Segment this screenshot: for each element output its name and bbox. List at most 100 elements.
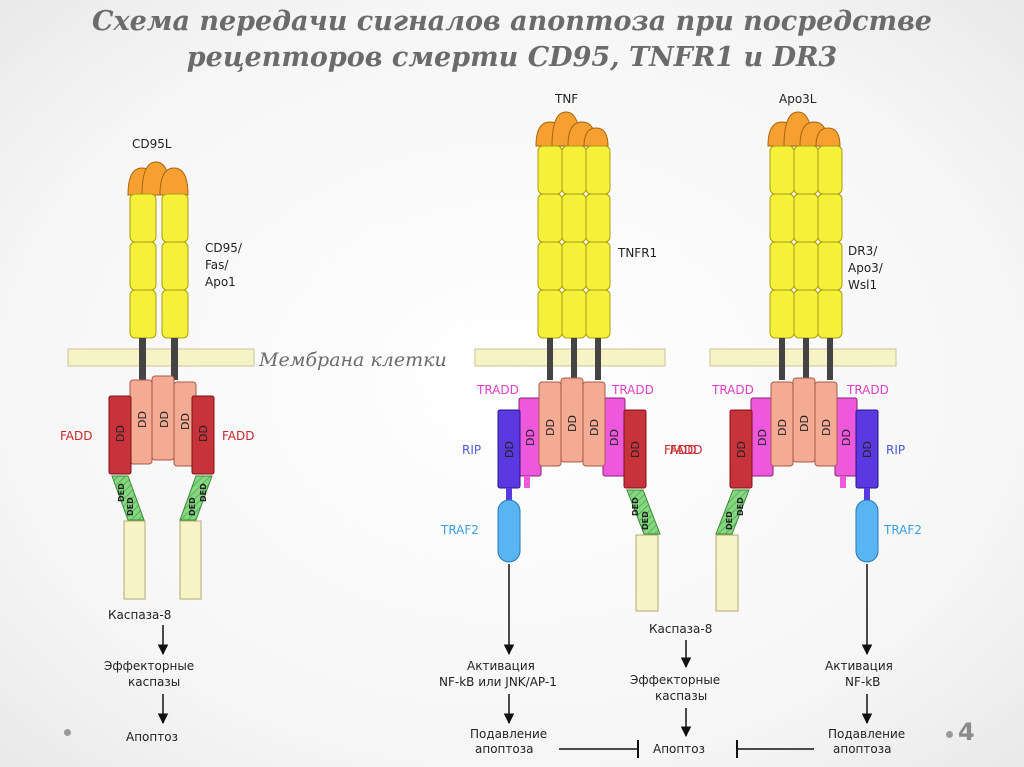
cd95-effector-label-2: каспазы <box>128 675 180 689</box>
cd95-system: CD95L CD95/ Fas/ Apo1 <box>60 137 255 744</box>
cd95-label-1: CD95/ <box>205 241 243 255</box>
svg-text:DD: DD <box>136 411 149 428</box>
svg-text:DD: DD <box>114 425 127 442</box>
shared-caspase-pathway: Каспаза-8 Эффекторные каспазы Апоптоз <box>559 622 814 758</box>
dr3-suppression-label-1: Подавление <box>828 727 905 741</box>
dr3-fadd <box>729 409 753 489</box>
apo3l-ligand <box>767 111 841 147</box>
dr3-rip-label: RIP <box>886 443 905 457</box>
dr3-receptor <box>769 145 843 339</box>
dr3-tradd-label-left: TRADD <box>711 383 754 397</box>
slide-title: Схема передачи сигналов апоптоза при пос… <box>0 4 1024 76</box>
svg-text:DED: DED <box>631 497 640 516</box>
svg-text:DD: DD <box>776 419 789 436</box>
dr3-procaspase-8 <box>715 534 739 612</box>
dr3-tradd <box>750 397 858 477</box>
svg-text:DD: DD <box>197 425 210 442</box>
title-line-1: Схема передачи сигналов апоптоза при пос… <box>92 6 932 37</box>
cd95-receptor <box>129 193 189 339</box>
shared-effector-label-2: каспазы <box>655 689 707 703</box>
svg-text:DD: DD <box>179 413 192 430</box>
dr3-tradd-stem <box>840 476 846 488</box>
dr3-ded: DED DED <box>715 489 750 535</box>
svg-text:DD: DD <box>608 429 621 446</box>
tnfr1-death-domains <box>538 377 606 467</box>
dr3-traf2-label: TRAF2 <box>883 523 922 537</box>
svg-text:DD: DD <box>566 415 579 432</box>
dr3-fadd-label: FADD <box>670 443 703 457</box>
dr3-suppression-label-2: апоптоза <box>833 742 891 756</box>
cd95-death-domains <box>129 375 197 467</box>
svg-text:DD: DD <box>524 429 537 446</box>
tnfr1-ded: DED DED <box>626 489 661 535</box>
cd95-label-3: Apo1 <box>205 275 236 289</box>
tnfr1-label: TNFR1 <box>617 246 657 260</box>
cd95-effector-label-1: Эффекторные <box>104 659 194 673</box>
dr3-label-2: Apo3/ <box>848 261 884 275</box>
cd95l-label: CD95L <box>132 137 172 151</box>
tnfr1-rip-label: RIP <box>462 443 481 457</box>
tnf-label: TNF <box>554 92 578 106</box>
svg-text:DD: DD <box>756 429 769 446</box>
apo3l-label: Apo3L <box>779 92 817 106</box>
cd95-ded-left: DED DED <box>111 475 145 521</box>
cd95-procaspase-8 <box>123 520 202 600</box>
svg-text:DED: DED <box>199 483 208 502</box>
tnfr1-suppression-label-2: апоптоза <box>475 742 533 756</box>
dr3-traf2 <box>855 499 879 563</box>
svg-text:DED: DED <box>725 511 734 530</box>
svg-text:DD: DD <box>861 441 874 458</box>
cd95-apoptosis-label: Апоптоз <box>126 730 178 744</box>
dr3-nfkb-label: NF-kB <box>845 675 880 689</box>
svg-text:DD: DD <box>798 415 811 432</box>
decor-dot-left <box>64 729 71 736</box>
tnfr1-tradd-label-right: TRADD <box>611 383 654 397</box>
dr3-activation-label: Активация <box>825 659 893 673</box>
tnfr1-tradd-stem <box>524 476 530 488</box>
cd95l-ligand <box>127 161 189 196</box>
svg-text:DED: DED <box>641 511 650 530</box>
cd95-fadd-label-left: FADD <box>60 429 93 443</box>
membrane-label: Мембрана клетки <box>258 349 447 371</box>
shared-apoptosis-label: Апоптоз <box>653 742 705 756</box>
svg-text:DD: DD <box>735 441 748 458</box>
tnfr1-traf2-label: TRAF2 <box>440 523 479 537</box>
svg-text:DED: DED <box>188 497 197 516</box>
tnfr1-fadd <box>623 409 647 489</box>
cd95-label-2: Fas/ <box>205 258 229 272</box>
tnf-ligand <box>535 111 609 147</box>
tnfr1-dd-labels: DD DD DD DD DD DD DD <box>503 415 642 458</box>
cd95-fadd-label-right: FADD <box>222 429 255 443</box>
title-line-2: рецепторов смерти CD95, TNFR1 и DR3 <box>186 42 838 73</box>
dr3-tradd-label-right: TRADD <box>846 383 889 397</box>
tnfr1-traf2 <box>497 499 521 563</box>
dr3-label-3: Wsl1 <box>848 278 877 292</box>
tnfr1-tradd-label-left: TRADD <box>476 383 519 397</box>
svg-text:DD: DD <box>629 441 642 458</box>
tnfr1-suppression-label-1: Подавление <box>470 727 547 741</box>
cd95-dd-labels: DD DD DD DD DD <box>114 411 210 442</box>
tnfr1-fadd-label: FADD <box>664 443 697 457</box>
tnfr1-nfkb-jnk-label: NF-kB или JNK/AP-1 <box>439 675 557 689</box>
dr3-system: Apo3L DR3/ Apo3/ Wsl1 <box>670 92 922 756</box>
shared-caspase8-label: Каспаза-8 <box>649 622 712 636</box>
tnfr1-activation-label: Активация <box>467 659 535 673</box>
svg-text:DD: DD <box>544 419 557 436</box>
svg-text:DD: DD <box>503 441 516 458</box>
tnfr1-rip <box>497 409 521 500</box>
tnfr1-tradd <box>518 397 626 477</box>
svg-text:DED: DED <box>736 497 745 516</box>
cell-membrane <box>67 348 897 367</box>
shared-effector-label-1: Эффекторные <box>630 673 720 687</box>
dr3-dd-labels: DD DD DD DD DD DD DD <box>735 415 874 458</box>
tnfr1-receptor <box>537 145 611 339</box>
cd95-ded-right: DED DED <box>179 475 213 521</box>
svg-text:DD: DD <box>840 429 853 446</box>
dr3-label-1: DR3/ <box>848 244 878 258</box>
cd95-caspase8-label: Каспаза-8 <box>108 608 171 622</box>
dr3-death-domains <box>770 377 838 467</box>
svg-text:DD: DD <box>158 411 171 428</box>
dr3-rip <box>855 409 879 500</box>
